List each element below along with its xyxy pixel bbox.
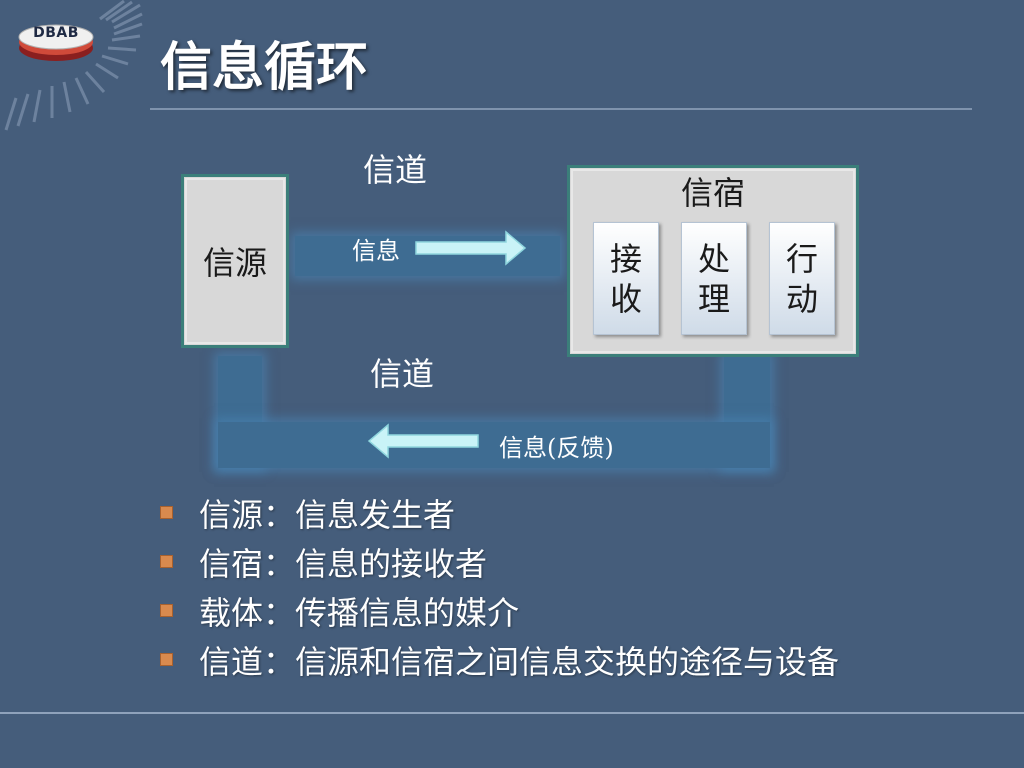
sub-box-char: 动 — [785, 279, 818, 318]
bullet-square-icon — [160, 506, 173, 519]
sub-box-char: 处 — [697, 239, 730, 278]
sub-box-char: 理 — [697, 279, 730, 318]
logo-emblem — [4, 0, 143, 131]
bullet-square-icon — [160, 604, 173, 617]
list-item-text: 信道：信源和信宿之间信息交换的途径与设备 — [199, 642, 840, 681]
logo-text: DBAB — [33, 25, 79, 41]
bullet-square-icon — [160, 555, 173, 568]
source-box: 信源 — [181, 174, 289, 348]
channel-feedback-label: 信道 — [370, 355, 435, 393]
list-item: 信宿：信息的接收者 — [160, 537, 839, 586]
list-item-text: 载体：传播信息的媒介 — [199, 593, 520, 632]
slide-title: 信息循环 — [160, 38, 369, 98]
bullet-list: 信源：信息发生者 信宿：信息的接收者 载体：传播信息的媒介 信道：信源和信宿之间… — [160, 488, 839, 684]
sub-box-char: 行 — [785, 239, 818, 278]
list-item-text: 信源：信息发生者 — [199, 495, 456, 534]
bullet-square-icon — [160, 653, 173, 666]
sub-box-receive: 接 收 — [593, 222, 659, 335]
channel-forward-label: 信道 — [363, 151, 428, 189]
list-item: 载体：传播信息的媒介 — [160, 586, 839, 635]
channel-feedback — [218, 422, 770, 468]
title-divider — [150, 108, 972, 110]
feedback-label: 信息(反馈) — [499, 434, 614, 462]
sub-box-action: 行 动 — [769, 222, 835, 335]
list-item-text: 信宿：信息的接收者 — [199, 544, 488, 583]
sub-box-char: 接 — [609, 239, 642, 278]
list-item: 信道：信源和信宿之间信息交换的途径与设备 — [160, 635, 839, 684]
sub-box-char: 收 — [609, 279, 642, 318]
info-label: 信息 — [352, 237, 400, 265]
arrow-right-icon — [415, 230, 527, 266]
source-label: 信源 — [202, 244, 267, 282]
arrow-left-icon — [367, 423, 479, 459]
sink-label: 信宿 — [680, 174, 745, 212]
list-item: 信源：信息发生者 — [160, 488, 839, 537]
footer-divider — [0, 712, 1024, 714]
sub-box-process: 处 理 — [681, 222, 747, 335]
